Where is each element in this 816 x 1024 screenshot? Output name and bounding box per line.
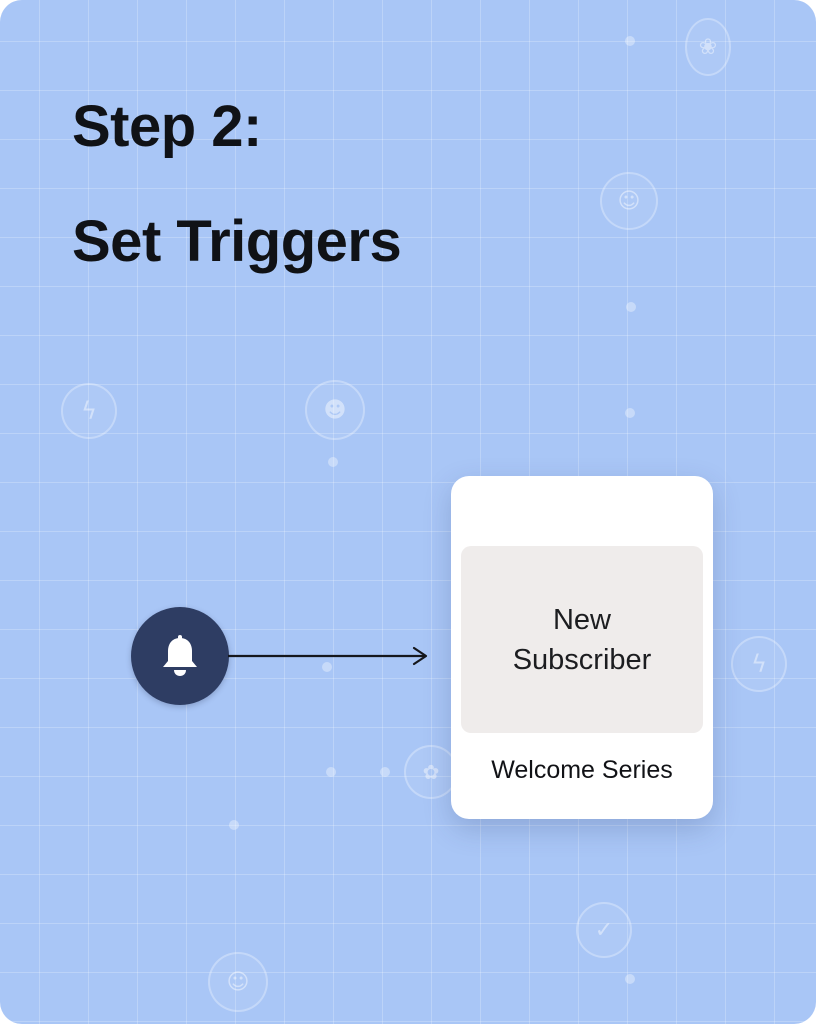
card-caption: Welcome Series: [491, 756, 673, 784]
lightning-icon: ϟ: [731, 636, 787, 692]
step-label: Step 2:: [72, 94, 262, 159]
grid-node: [229, 820, 239, 830]
bell-icon: [163, 635, 197, 676]
robot-icon: ☻: [305, 380, 365, 440]
grid-node: [322, 662, 332, 672]
grid-node: [328, 457, 338, 467]
trigger-label-line2: Subscriber: [512, 643, 652, 676]
grid-node: [625, 36, 635, 46]
grid-node: [625, 974, 635, 984]
pet-icon: ✿: [404, 745, 458, 799]
trigger-label-box: New Subscriber: [461, 546, 703, 733]
arrow-right-icon: [228, 646, 428, 666]
automation-card[interactable]: New Subscriber Welcome Series: [451, 476, 713, 819]
smiley-icon: ☺: [208, 952, 268, 1012]
grid-node: [326, 767, 336, 777]
grid-node: [625, 408, 635, 418]
trigger-node[interactable]: [131, 607, 229, 705]
bee-icon: ❀: [685, 18, 731, 76]
page-title: Set Triggers: [72, 209, 402, 274]
trigger-label-line1: New: [552, 603, 611, 636]
grid-node: [380, 767, 390, 777]
grid-node: [626, 302, 636, 312]
check-icon: ✓: [576, 902, 632, 958]
smiley-icon: ☺: [600, 172, 658, 230]
lightning-icon: ϟ: [61, 383, 117, 439]
